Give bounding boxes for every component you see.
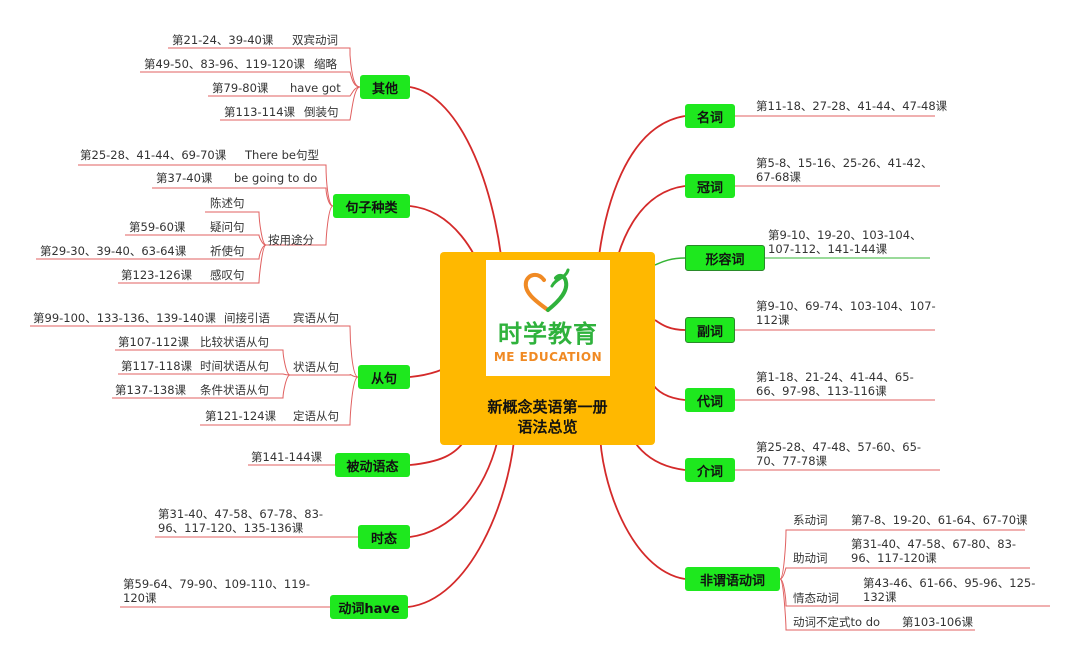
logo-card: 时学教育 ME EDUCATION [486,260,610,376]
qita-r3-lesson: 第79-80课 [212,81,269,95]
node-have[interactable]: 动词have [330,595,408,619]
qita-r1-lesson: 第21-24、39-40课 [172,33,274,47]
juzi-gantan: 感叹句 [210,268,245,282]
qita-r2-lesson: 第49-50、83-96、119-120课 [144,57,305,71]
daici-lesson: 第1-18、21-24、41-44、65-66、97-98、113-116课 [756,370,914,398]
juzi-yongtu: 按用途分 [268,233,314,247]
node-juzi[interactable]: 句子种类 [333,194,410,218]
branch-shitai [409,429,501,538]
node-shitai[interactable]: 时态 [358,525,410,549]
jieci-lesson: 第25-28、47-48、57-60、65-70、77-78课 [756,440,922,468]
feiwei-qing-label: 情态动词 [793,591,839,605]
branch-have [407,429,516,608]
qita-r4-lesson: 第113-114课 [224,105,296,119]
logo-chinese-text: 时学教育 [498,320,598,348]
juzi-r2-lesson: 第37-40课 [156,171,213,185]
juzi-yiwen-lesson: 第59-60课 [129,220,186,234]
node-guanci[interactable]: 冠词 [685,174,735,198]
congju-zhuangyu: 状语从句 [293,360,339,374]
branch-feiwei [599,429,686,580]
node-fuci[interactable]: 副词 [685,317,735,343]
feiwei-bu-label: 动词不定式to do [793,615,881,629]
qita-r1-label: 双宾动词 [292,33,338,47]
juzi-chenshu: 陈述句 [210,196,245,210]
branch-xingrong [654,257,686,266]
guanci-lesson: 第5-8、15-16、25-26、41-42、67-68课 [756,156,933,184]
central-topic[interactable]: 时学教育 ME EDUCATION 新概念英语第一册 语法总览 [440,252,655,445]
node-congju[interactable]: 从句 [358,365,410,389]
congju-bijiao-lesson: 第107-112课 [118,335,190,349]
congju-shijian: 时间状语从句 [200,359,269,373]
congju-bijiao: 比较状语从句 [200,335,269,349]
have-lesson: 第59-64、79-90、109-110、119-120课 [123,577,310,605]
branch-daici [649,379,686,401]
juzi-r2-label: be going to do [234,171,318,185]
qita-r3-label: have got [290,81,341,95]
juzi-r1-label: There be句型 [245,148,319,162]
node-qita[interactable]: 其他 [360,75,410,99]
mingci-lesson: 第11-18、27-28、41-44、47-48课 [756,99,948,113]
node-jieci[interactable]: 介词 [685,458,735,482]
feiwei-bu-lesson: 第103-106课 [902,615,974,629]
juzi-qishi-lesson: 第29-30、39-40、63-64课 [40,244,187,258]
feiwei-zhu-label: 助动词 [793,551,828,565]
congju-tiaojian: 条件状语从句 [200,383,269,397]
shitai-lesson: 第31-40、47-58、67-78、83-96、117-120、135-136… [158,507,324,535]
feiwei-qing-lesson: 第43-46、61-66、95-96、125-132课 [863,576,1036,604]
heart-logo-icon [523,268,570,312]
congju-dingyu-lesson: 第121-124课 [205,409,277,423]
juzi-gantan-lesson: 第123-126课 [121,268,193,282]
central-title: 新概念英语第一册 语法总览 [440,397,655,437]
logo-english-text: ME EDUCATION [493,350,603,364]
juzi-qishi: 祈使句 [210,244,245,258]
qita-r2-label: 缩略 [314,57,337,71]
juzi-yiwen: 疑问句 [210,220,245,234]
node-xingrong[interactable]: 形容词 [685,245,765,271]
node-daici[interactable]: 代词 [685,388,735,412]
feiwei-xi-lesson: 第7-8、19-20、61-64、67-70课 [851,513,1028,527]
node-feiwei[interactable]: 非谓语动词 [685,567,780,591]
node-beidong[interactable]: 被动语态 [335,453,410,477]
congju-dingyu: 定语从句 [293,409,339,423]
branch-fuci [654,319,686,331]
juzi-r1-lesson: 第25-28、41-44、69-70课 [80,148,227,162]
beidong-lesson: 第141-144课 [251,450,323,464]
congju-tiaojian-lesson: 第137-138课 [115,383,187,397]
feiwei-zhu-lesson: 第31-40、47-58、67-80、83-96、117-120课 [851,537,1017,565]
node-mingci[interactable]: 名词 [685,104,735,128]
xingrong-lesson: 第9-10、19-20、103-104、107-112、141-144课 [768,228,922,256]
fuci-lesson: 第9-10、69-74、103-104、107-112课 [756,299,936,327]
central-title-line1: 新概念英语第一册 [487,398,608,416]
congju-r1-label: 宾语从句 [293,311,339,325]
central-title-line2: 语法总览 [517,418,578,436]
feiwei-xi-label: 系动词 [793,513,828,527]
qita-r4-label: 倒装句 [304,105,339,119]
congju-r1-lesson: 第99-100、133-136、139-140课 [33,311,216,325]
congju-r1-mid: 间接引语 [224,311,270,325]
congju-shijian-lesson: 第117-118课 [121,359,193,373]
